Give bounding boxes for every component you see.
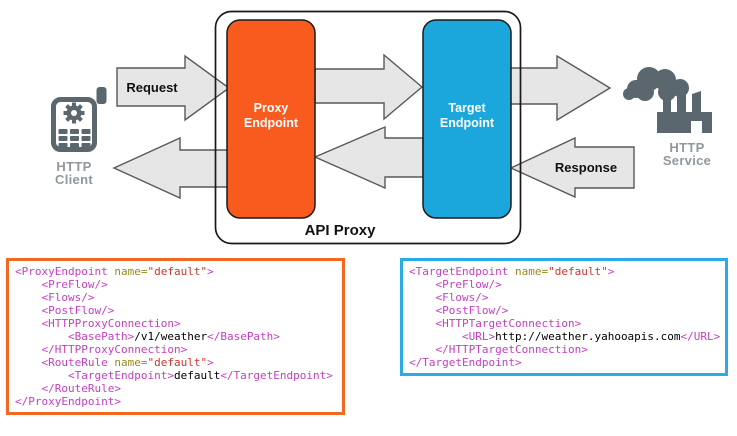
phone-antenna bbox=[96, 87, 107, 104]
target-endpoint-label-line1: Target bbox=[448, 101, 486, 115]
request-label: Request bbox=[126, 80, 178, 95]
proxy-endpoint-box bbox=[226, 19, 316, 219]
code-line: <PostFlow/> bbox=[435, 304, 509, 317]
code-line: </HTTPTargetConnection> bbox=[435, 343, 588, 356]
code-line: <PreFlow/> bbox=[435, 278, 502, 291]
code-line: <BasePath>/v1/weather</BasePath> bbox=[67, 330, 280, 343]
proxy-endpoint-label-line1: Proxy bbox=[254, 101, 289, 115]
code-line: <RouteRule name="default"> bbox=[41, 356, 214, 369]
http-client-label-line2: Client bbox=[55, 172, 93, 187]
target-to-service-arrow bbox=[509, 54, 612, 122]
code-line: <Flows/> bbox=[435, 291, 489, 304]
code-line: <PostFlow/> bbox=[41, 304, 115, 317]
proxy-endpoint-code-block: <ProxyEndpoint name="default"> <PreFlow/… bbox=[6, 258, 345, 415]
factory-door bbox=[691, 121, 702, 133]
request-arrow bbox=[116, 54, 231, 122]
target-endpoint-code-block: <TargetEndpoint name="default"> <PreFlow… bbox=[400, 258, 728, 376]
code-line: <URL>http://weather.yahooapis.com</URL> bbox=[461, 330, 721, 343]
gear-icon bbox=[63, 102, 85, 124]
code-line: </TargetEndpoint> bbox=[409, 356, 522, 369]
http-service-icon: HTTP Service bbox=[623, 67, 712, 168]
phone-keypad bbox=[58, 129, 91, 148]
code-line: <Flows/> bbox=[41, 291, 95, 304]
http-client-label-line1: HTTP bbox=[56, 159, 91, 174]
response-arrow bbox=[509, 136, 635, 199]
code-line: <TargetEndpoint>default</TargetEndpoint> bbox=[67, 369, 333, 382]
api-proxy-diagram: Proxy Endpoint Target Endpoint API Proxy… bbox=[51, 10, 712, 245]
code-line: </RouteRule> bbox=[41, 382, 121, 395]
code-line: <ProxyEndpoint name="default"> bbox=[15, 265, 214, 278]
http-client-icon: HTTP Client bbox=[51, 87, 107, 187]
code-line: <PreFlow/> bbox=[41, 278, 108, 291]
proxy-endpoint-label-line2: Endpoint bbox=[244, 116, 299, 130]
code-line: </HTTPProxyConnection> bbox=[41, 343, 188, 356]
code-line: </ProxyEndpoint> bbox=[15, 395, 121, 408]
target-to-proxy-arrow bbox=[313, 125, 424, 190]
code-line: <HTTPTargetConnection> bbox=[435, 317, 582, 330]
api-proxy-label: API Proxy bbox=[305, 222, 377, 239]
factory-icon bbox=[657, 91, 712, 133]
code-line: <HTTPProxyConnection> bbox=[41, 317, 181, 330]
target-endpoint-label-line2: Endpoint bbox=[440, 116, 495, 130]
http-service-label-line1: HTTP bbox=[669, 140, 704, 155]
response-label: Response bbox=[555, 160, 617, 175]
proxy-to-target-arrow bbox=[314, 53, 424, 121]
code-line: <TargetEndpoint name="default"> bbox=[409, 265, 615, 278]
api-proxy-box bbox=[214, 10, 522, 245]
response-to-client-arrow bbox=[112, 136, 229, 200]
http-service-label-line2: Service bbox=[663, 153, 711, 168]
target-endpoint-box bbox=[422, 19, 512, 219]
